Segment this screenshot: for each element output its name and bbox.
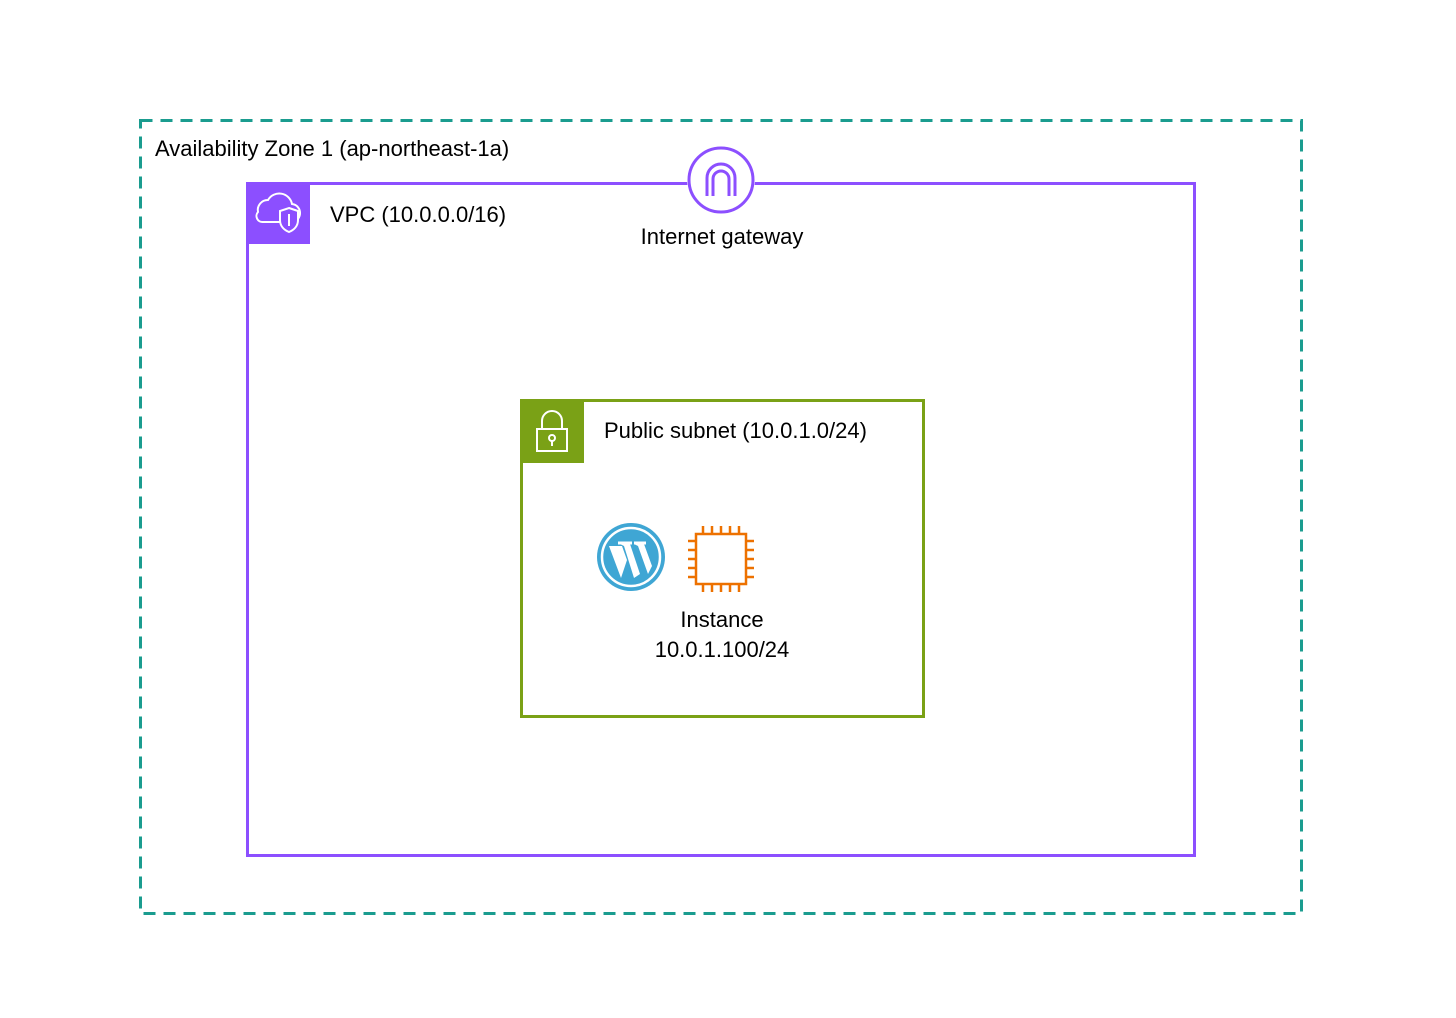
instance-label: Instance 10.0.1.100/24 [597, 605, 847, 665]
vpc-cloud-shield-icon [246, 182, 310, 244]
ec2-chip-icon [685, 523, 757, 595]
availability-zone-group: Availability Zone 1 (ap-northeast-1a) [139, 119, 1303, 915]
internet-gateway-icon [687, 146, 755, 214]
availability-zone-border [139, 119, 1303, 915]
public-subnet-label: Public subnet (10.0.1.0/24) [604, 418, 867, 443]
instance-name: Instance [680, 607, 764, 632]
instance-ip: 10.0.1.100/24 [654, 637, 790, 662]
internet-gateway-label: Internet gateway [640, 224, 804, 249]
availability-zone-label: Availability Zone 1 (ap-northeast-1a) [155, 136, 510, 161]
public-subnet-group: Public subnet (10.0.1.0/24) [520, 399, 925, 718]
vpc-label: VPC (10.0.0.0/16) [330, 202, 507, 227]
padlock-icon [520, 399, 584, 463]
wordpress-icon [596, 522, 666, 592]
